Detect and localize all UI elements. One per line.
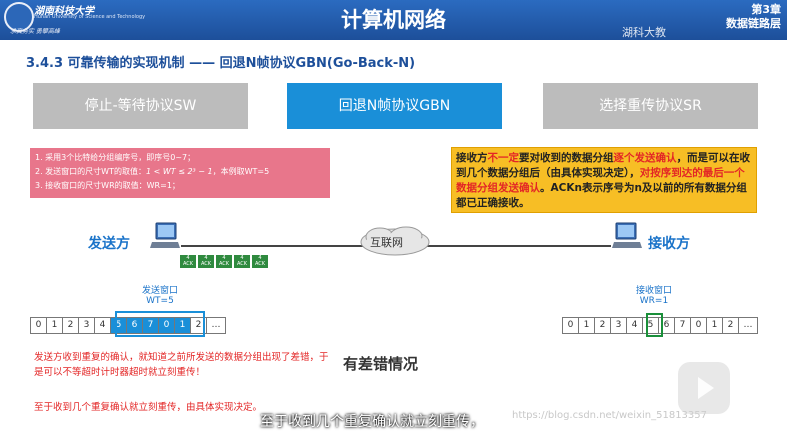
seq-cell: 0 <box>562 317 579 334</box>
note-emphasis: 对按序到达的最后一个数据分组发送确认 <box>456 167 745 194</box>
seq-cell: 0 <box>30 317 47 334</box>
sender-computer-icon <box>150 222 180 248</box>
protocol-rules-box: 1. 采用3个比特给分组编序号，即序号0~7； 2. 发送窗口的尺寸WT的取值：… <box>30 148 330 198</box>
recv-window-label: 接收窗口 <box>635 286 672 296</box>
seq-cell: 3 <box>610 317 627 334</box>
university-logo: 湖南科技大学 Hunan University of Science and T… <box>4 2 145 35</box>
receiver-note-box: 接收方不一定要对收到的数据分组逐个发送确认，而是可以在收到几个数据分组后（由具体… <box>451 147 757 213</box>
seq-cell: 2 <box>62 317 79 334</box>
seq-cell-more: … <box>206 317 226 334</box>
rule-2-example: ，本例取WT=5 <box>212 167 270 176</box>
video-subtitle: 至于收到几个重复确认就立刻重传， <box>260 414 484 430</box>
ack-number: 4 <box>222 255 226 261</box>
institution-label: 湖科大教 <box>622 26 666 39</box>
seq-cell: 0 <box>690 317 707 334</box>
recv-window-size: WR=1 <box>639 296 669 306</box>
seq-cell: 1 <box>46 317 63 334</box>
slide-title: 计算机网络 <box>341 8 446 32</box>
seq-cell: 1 <box>706 317 723 334</box>
tab-go-back-n[interactable]: 回退N帧协议GBN <box>287 83 502 129</box>
ack-number: 4 <box>186 255 190 261</box>
logo-sub-text: Hunan University of Science and Technolo… <box>34 14 146 20</box>
sender-note: 发送方收到重复的确认，就知道之前所发送的数据分组出现了差错，于是可以不等超时计时… <box>34 352 329 378</box>
note-part: 要对收到的数据分组 <box>519 152 614 164</box>
note-emphasis: 逐个发送确认 <box>613 152 677 164</box>
note-part: ，而是可以在收到几个数据分组后（由具体实现决定）， <box>456 152 750 179</box>
rule-2-text: 2. 发送窗口的尺寸WT的取值： <box>35 167 146 176</box>
seq-cell: 7 <box>674 317 691 334</box>
logo-main-text: 湖南科技大学 <box>34 6 94 17</box>
tab-stop-and-wait[interactable]: 停止-等待协议SW <box>33 83 248 129</box>
ack-type: ACK <box>182 261 194 267</box>
seq-cell: 3 <box>78 317 95 334</box>
ack-type: ACK <box>200 261 212 267</box>
receiver-label: 接收方 <box>648 236 690 252</box>
tab-selective-repeat[interactable]: 选择重传协议SR <box>543 83 758 129</box>
rule-3: 3. 接收窗口的尺寸WR的取值：WR=1； <box>35 181 180 190</box>
chapter-number: 第3章 <box>751 3 781 16</box>
rule-2-formula: 1 < WT ≤ 2³ − 1 <box>145 167 213 176</box>
note-part: 。ACKn表示序号为n及以前的所有数据分组都已正确接收。 <box>456 182 747 209</box>
seq-cell: 4 <box>626 317 643 334</box>
sender-label: 发送方 <box>88 236 130 252</box>
ack-type: ACK <box>254 261 266 267</box>
chapter-name: 数据链路层 <box>726 17 781 30</box>
blog-watermark: https://blog.csdn.net/weixin_51813357 <box>512 410 708 421</box>
seq-cell: 2 <box>722 317 739 334</box>
university-seal-icon <box>4 2 34 32</box>
send-window-title: 发送窗口 WT=5 <box>120 283 200 306</box>
seq-cell: 2 <box>594 317 611 334</box>
recv-window-title: 接收窗口 WR=1 <box>618 283 690 306</box>
header-bar: 湖南科技大学 Hunan University of Science and T… <box>0 0 787 40</box>
ack-number: 4 <box>240 255 244 261</box>
ack-type: ACK <box>218 261 230 267</box>
footer-note: 至于收到几个重复确认就立刻重传，由具体实现决定。 <box>34 402 263 413</box>
internet-label: 互联网 <box>370 236 403 249</box>
note-part: 接收方 <box>456 152 488 164</box>
note-emphasis: 不一定 <box>487 152 520 164</box>
error-case-title: 有差错情况 <box>343 355 419 373</box>
seq-cell: 1 <box>578 317 595 334</box>
seq-cell: 4 <box>94 317 111 334</box>
internet-cloud-icon <box>360 226 430 256</box>
chapter-label: 第3章 数据链路层 <box>726 3 781 31</box>
play-icon[interactable] <box>678 362 730 414</box>
ack-number: 4 <box>204 255 208 261</box>
ack-number: 4 <box>258 255 262 261</box>
rule-1: 1. 采用3个比特给分组编序号，即序号0~7； <box>35 153 196 162</box>
section-title: 3.4.3 可靠传输的实现机制 —— 回退N帧协议GBN(Go-Back-N) <box>26 56 416 71</box>
seq-cell-more: … <box>738 317 758 334</box>
send-sequence: 0 1 2 3 4 5 6 7 0 1 2 … <box>30 317 226 334</box>
send-window-label: 发送窗口 <box>141 286 178 296</box>
recv-window-frame <box>646 313 663 337</box>
rule-2: 2. 发送窗口的尺寸WT的取值：1 < WT ≤ 2³ − 1，本例取WT=5 <box>35 165 325 179</box>
send-window-frame <box>115 311 205 337</box>
ack-type: ACK <box>236 261 248 267</box>
logo-motto: 求真务实 勇攀高峰 <box>10 28 60 35</box>
send-window-size: WT=5 <box>146 296 174 306</box>
receiver-computer-icon <box>612 222 642 248</box>
